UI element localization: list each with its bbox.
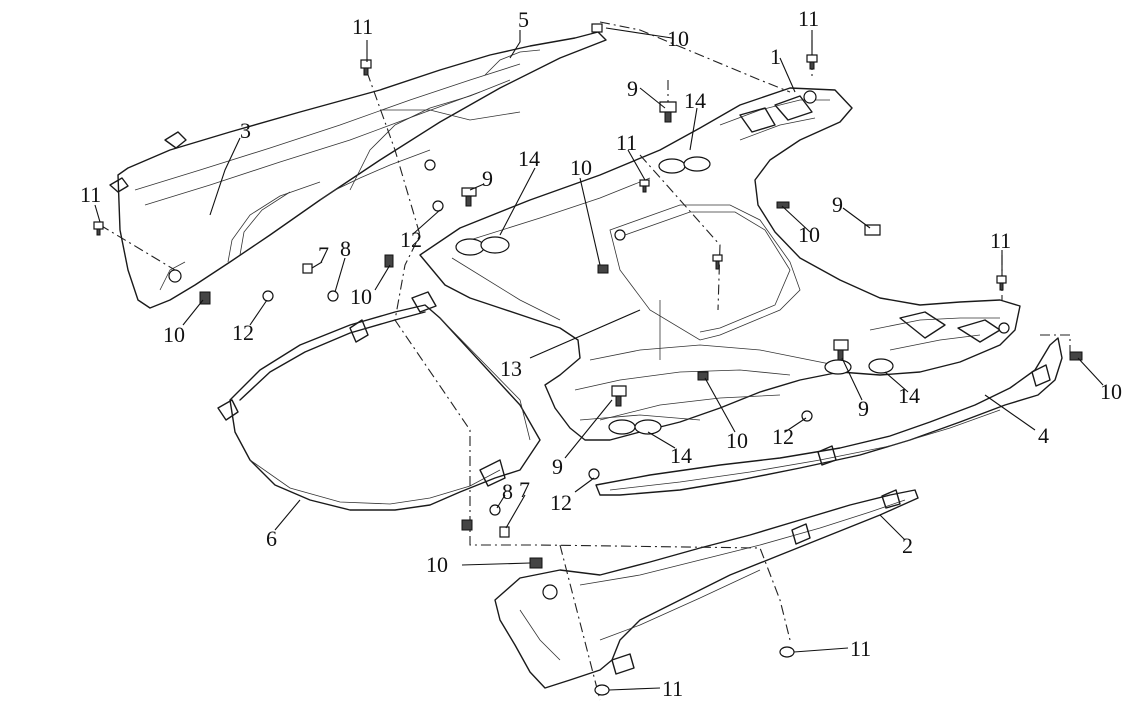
- clip-10-icon: [1069, 351, 1083, 361]
- callout-8: 8: [502, 479, 513, 504]
- callout-12: 12: [772, 424, 794, 449]
- clip-10-icon: [529, 557, 543, 569]
- bolt-9-top-icon: [659, 101, 677, 123]
- callout-12: 12: [400, 227, 422, 252]
- callout-9: 9: [552, 454, 563, 479]
- clip-10-icon: [776, 201, 790, 209]
- callout-10: 10: [350, 284, 372, 309]
- callout-14: 14: [670, 443, 692, 468]
- assembly-centerlines: [99, 21, 1071, 701]
- nut-12-icon: [262, 290, 274, 302]
- callout-1: 1: [770, 44, 781, 69]
- clip-10-icon: [199, 291, 211, 305]
- callout-11: 11: [352, 14, 373, 39]
- clip-10-icon: [597, 264, 609, 274]
- washer-8-icon: [327, 290, 339, 302]
- screw-7-icon: [302, 263, 313, 274]
- callout-11: 11: [662, 676, 683, 701]
- callout-10: 10: [426, 552, 448, 577]
- callout-8: 8: [340, 236, 351, 261]
- nut-12-icon: [432, 200, 444, 212]
- callout-14: 14: [684, 88, 706, 113]
- screw-11-left-icon: [93, 221, 104, 236]
- clip-10-icon: [461, 519, 473, 531]
- clip-10-icon: [591, 23, 603, 33]
- callout-labels: 5 11 10 11 1 9 14 3 14 10 11 11 9 9 10 1…: [80, 6, 1122, 701]
- nut-12-icon: [588, 468, 600, 480]
- screw-11-top-right-icon: [806, 54, 818, 70]
- callout-12: 12: [232, 320, 254, 345]
- screw-11-bottom-icon: [779, 646, 795, 658]
- bolt-9-left-icon: [461, 187, 477, 207]
- part-1-floor-panel: [419, 87, 1021, 441]
- callout-11: 11: [798, 6, 819, 31]
- callout-6: 6: [266, 526, 277, 551]
- bolt-9-lower-icon: [611, 385, 627, 407]
- callout-10: 10: [667, 26, 689, 51]
- callout-10: 10: [1100, 379, 1122, 404]
- callout-11: 11: [850, 636, 871, 661]
- callout-7: 7: [519, 477, 530, 502]
- part-6-left-frame: [217, 291, 541, 511]
- part-2-lower-side-cover: [494, 489, 919, 689]
- bolt-9-mid-icon: [833, 339, 849, 361]
- callout-11: 11: [80, 182, 101, 207]
- part-3-left-side-cover: [109, 31, 607, 309]
- callout-4: 4: [1038, 423, 1049, 448]
- screw-11-top-left-icon: [360, 59, 372, 76]
- callout-10: 10: [798, 222, 820, 247]
- screw-11-bottom-left-icon: [594, 684, 610, 696]
- clip-10-icon: [384, 254, 394, 268]
- callout-11: 11: [990, 228, 1011, 253]
- callout-14: 14: [898, 383, 920, 408]
- callout-14: 14: [518, 146, 540, 171]
- callout-2: 2: [902, 533, 913, 558]
- callout-12: 12: [550, 490, 572, 515]
- callout-3: 3: [240, 118, 251, 143]
- callout-11: 11: [616, 130, 637, 155]
- screw-11-center-icon: [712, 254, 723, 270]
- clip-10-icon: [697, 371, 709, 381]
- callout-10: 10: [163, 322, 185, 347]
- callout-9: 9: [832, 192, 843, 217]
- screw-11-right-icon: [996, 275, 1007, 291]
- callout-10: 10: [726, 428, 748, 453]
- callout-10: 10: [570, 155, 592, 180]
- screw-7-icon: [499, 526, 510, 538]
- leader-lines: [94, 27, 1104, 691]
- callout-5: 5: [518, 7, 529, 32]
- callout-7: 7: [318, 242, 329, 267]
- callout-9: 9: [627, 76, 638, 101]
- callout-13: 13: [500, 356, 522, 381]
- callout-9: 9: [858, 396, 869, 421]
- callout-9: 9: [482, 166, 493, 191]
- part-4-right-floor-strip: [595, 337, 1063, 496]
